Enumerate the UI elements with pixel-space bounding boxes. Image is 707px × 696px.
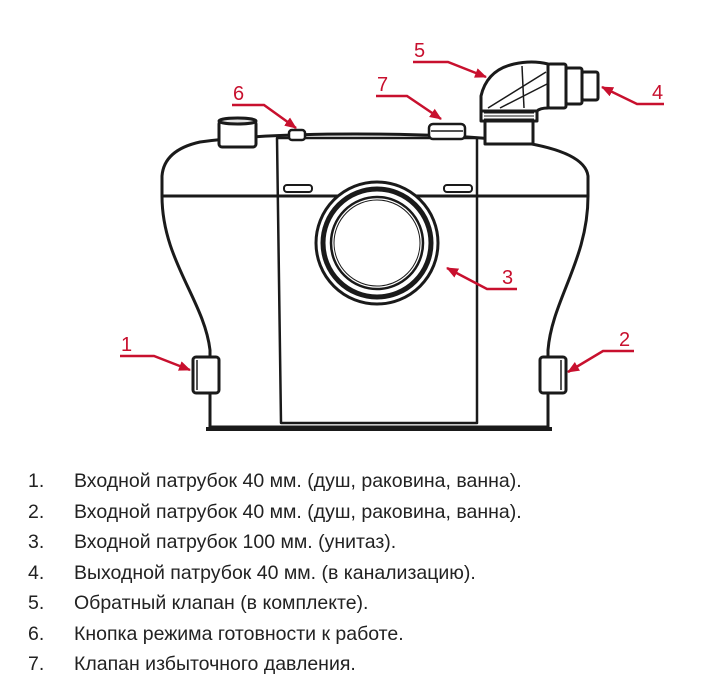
right-vent-slot — [443, 184, 473, 193]
legend-number: 1. — [28, 470, 45, 492]
pump-diagram: 1 2 3 4 5 6 7 — [120, 40, 664, 431]
legend-text: Обратный клапан (в комплекте). — [74, 592, 369, 614]
pump-body — [160, 132, 590, 431]
legend-text: Входной патрубок 100 мм. (унитаз). — [74, 531, 397, 553]
callout-leader-4 — [601, 85, 664, 106]
legend-text: Входной патрубок 40 мм. (душ, раковина, … — [74, 470, 522, 492]
legend-number: 4. — [28, 561, 45, 584]
legend-text: Входной патрубок 40 мм. (душ, раковина, … — [74, 500, 522, 523]
pump-top-cap — [160, 132, 590, 198]
legend-text: Кнопка режима готовности к работе. — [74, 622, 404, 645]
callout-numbers: 1 2 3 4 5 6 7 — [121, 40, 663, 356]
callout-leaders — [120, 60, 664, 374]
callout-leader-3 — [446, 266, 517, 291]
callout-leader-6 — [232, 103, 297, 130]
toilet-inlet-100mm — [314, 180, 440, 306]
legend-item: 5. Обратный клапан (в комплекте). — [28, 588, 698, 619]
legend-text: Выходной патрубок 40 мм. (в канализацию)… — [74, 561, 476, 584]
callout-number-4: 4 — [652, 82, 663, 104]
callout-number-7: 7 — [377, 74, 388, 96]
left-vent-slot — [283, 184, 313, 193]
legend-list: 1. Входной патрубок 40 мм. (душ, раковина… — [28, 466, 698, 680]
pressure-relief-valve — [427, 122, 467, 141]
outlet-pipe-40mm — [546, 62, 600, 110]
legend-item: 3. Входной патрубок 100 мм. (унитаз). — [28, 527, 698, 558]
top-stub-left — [217, 116, 258, 149]
callout-number-6: 6 — [233, 83, 244, 105]
legend-text: Клапан избыточного давления. — [74, 653, 356, 675]
legend-item: 4. Выходной патрубок 40 мм. (в канализаци… — [28, 558, 698, 589]
check-valve — [479, 60, 550, 146]
pump-front-panel — [275, 136, 479, 425]
legend-number: 3. — [28, 531, 45, 553]
callout-number-5: 5 — [414, 40, 425, 62]
legend-item: 2. Входной патрубок 40 мм. (душ, раковина… — [28, 497, 698, 528]
legend-number: 6. — [28, 622, 45, 645]
ready-mode-button — [287, 128, 307, 142]
callout-leader-7 — [376, 94, 442, 121]
legend-item: 7. Клапан избыточного давления. — [28, 649, 698, 680]
legend-number: 5. — [28, 592, 45, 614]
callout-number-1: 1 — [121, 334, 132, 356]
callout-leader-2 — [567, 349, 634, 374]
callout-leader-1 — [120, 354, 191, 372]
callout-number-3: 3 — [502, 267, 513, 289]
legend-item: 1. Входной патрубок 40 мм. (душ, раковина… — [28, 466, 698, 497]
right-inlet-40mm — [538, 355, 568, 395]
legend-number: 7. — [28, 653, 45, 675]
legend-number: 2. — [28, 500, 45, 523]
legend-item: 6. Кнопка режима готовности к работе. — [28, 619, 698, 650]
left-inlet-40mm — [191, 355, 221, 395]
callout-number-2: 2 — [619, 329, 630, 351]
callout-leader-5 — [413, 60, 487, 79]
